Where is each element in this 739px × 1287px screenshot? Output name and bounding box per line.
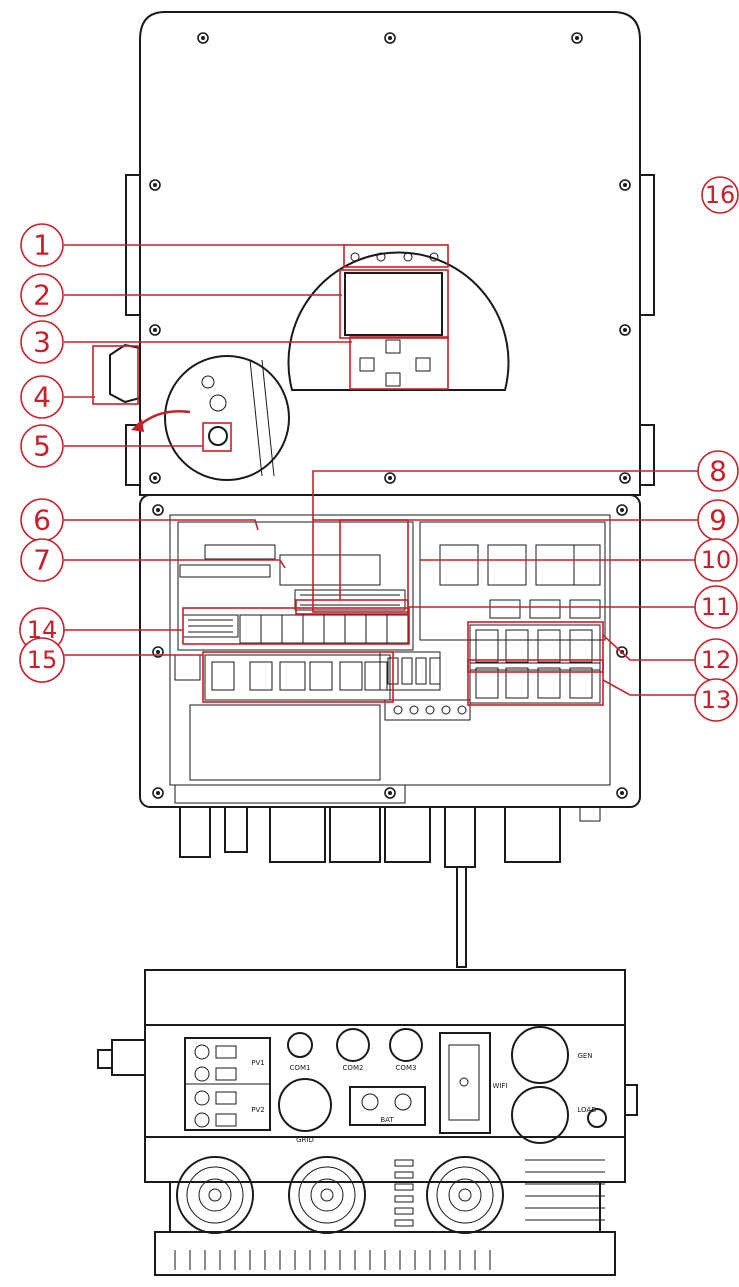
svg-text:12: 12: [701, 646, 732, 674]
right-handle: [639, 174, 655, 316]
wifi-label: WIFI: [492, 1082, 507, 1090]
svg-text:9: 9: [709, 504, 727, 537]
battery-connectors: BAT: [349, 1086, 426, 1126]
gen-gland: [511, 1026, 569, 1084]
svg-text:16: 16: [705, 181, 736, 209]
callout-13: 13: [694, 678, 738, 722]
svg-text:2: 2: [33, 279, 51, 312]
callout-7: 7: [20, 538, 64, 582]
ac-terminal-block: [174, 654, 391, 701]
bat-label: BAT: [380, 1116, 394, 1124]
svg-text:3: 3: [33, 326, 51, 359]
callout-4: 4: [20, 375, 64, 419]
svg-text:6: 6: [33, 504, 51, 537]
fan-2: [288, 1156, 366, 1234]
com-ports: COM1 COM2 COM3: [287, 1028, 423, 1072]
box-8: [312, 519, 409, 613]
com3-label: COM3: [396, 1064, 417, 1072]
svg-text:11: 11: [701, 593, 732, 621]
box-15: [202, 651, 394, 703]
pv2-label: PV2: [251, 1106, 264, 1114]
lcd-screen: [344, 272, 443, 336]
callout-10: 10: [694, 538, 738, 582]
grid-label: GRID: [296, 1136, 314, 1144]
cover-screws: [149, 32, 631, 484]
svg-text:4: 4: [33, 381, 51, 414]
svg-text:1: 1: [33, 229, 51, 262]
display-panel: [287, 244, 510, 391]
inverter-front-view: [92, 11, 655, 968]
box-13: [467, 659, 604, 706]
pv1-label: PV1: [251, 1059, 264, 1067]
svg-text:5: 5: [33, 430, 51, 463]
fan-3: [426, 1156, 504, 1234]
battery-grid-terminals: [379, 624, 601, 721]
callout-12: 12: [694, 638, 738, 682]
callout-6: 6: [20, 498, 64, 542]
svg-text:8: 8: [709, 455, 727, 488]
svg-text:13: 13: [701, 686, 732, 714]
box-12: [467, 621, 604, 673]
dc-switch: [92, 343, 141, 405]
svg-text:7: 7: [33, 544, 51, 577]
svg-text:10: 10: [701, 546, 732, 574]
callout-8: 8: [697, 450, 739, 492]
callout-3: 3: [20, 320, 64, 364]
callout-11: 11: [694, 585, 738, 629]
load-label: LOAD: [577, 1106, 596, 1114]
grid-gland: [278, 1078, 332, 1132]
callout-leaders: [64, 244, 698, 696]
pv-connectors: PV1 PV2: [184, 1037, 271, 1131]
lcd-box: [339, 269, 449, 339]
led-indicator-box: [343, 244, 449, 268]
cable-glands: [179, 806, 601, 968]
callout-15: 15: [19, 637, 65, 683]
callout-5: 5: [20, 424, 64, 468]
relay-area: [419, 521, 606, 641]
wifi-port: WIFI: [439, 1032, 508, 1134]
callout-9: 9: [697, 499, 739, 541]
power-switch-box: [202, 422, 232, 452]
inverter-bottom-view: PV1 PV2 COM1 COM2 COM3 GRID BAT WIFI: [97, 969, 638, 1276]
load-gland: [511, 1086, 569, 1144]
com1-label: COM1: [290, 1064, 311, 1072]
fan-1: [176, 1156, 254, 1234]
wiring-compartment: [139, 494, 641, 808]
svg-text:15: 15: [27, 646, 58, 674]
function-buttons-box: [349, 336, 449, 390]
callout-1: 1: [20, 223, 64, 267]
cooling-fans: [176, 1156, 605, 1234]
box-14: [182, 607, 410, 645]
gen-label: GEN: [577, 1052, 592, 1060]
power-switch-magnifier: [131, 355, 290, 481]
callout-2: 2: [20, 273, 64, 317]
callout-16: 16: [701, 176, 739, 214]
callout-markers: 1 2 3 4 5 6 7 8 9 10 11 12 13 14 15 16: [19, 176, 739, 722]
com2-label: COM2: [343, 1064, 364, 1072]
